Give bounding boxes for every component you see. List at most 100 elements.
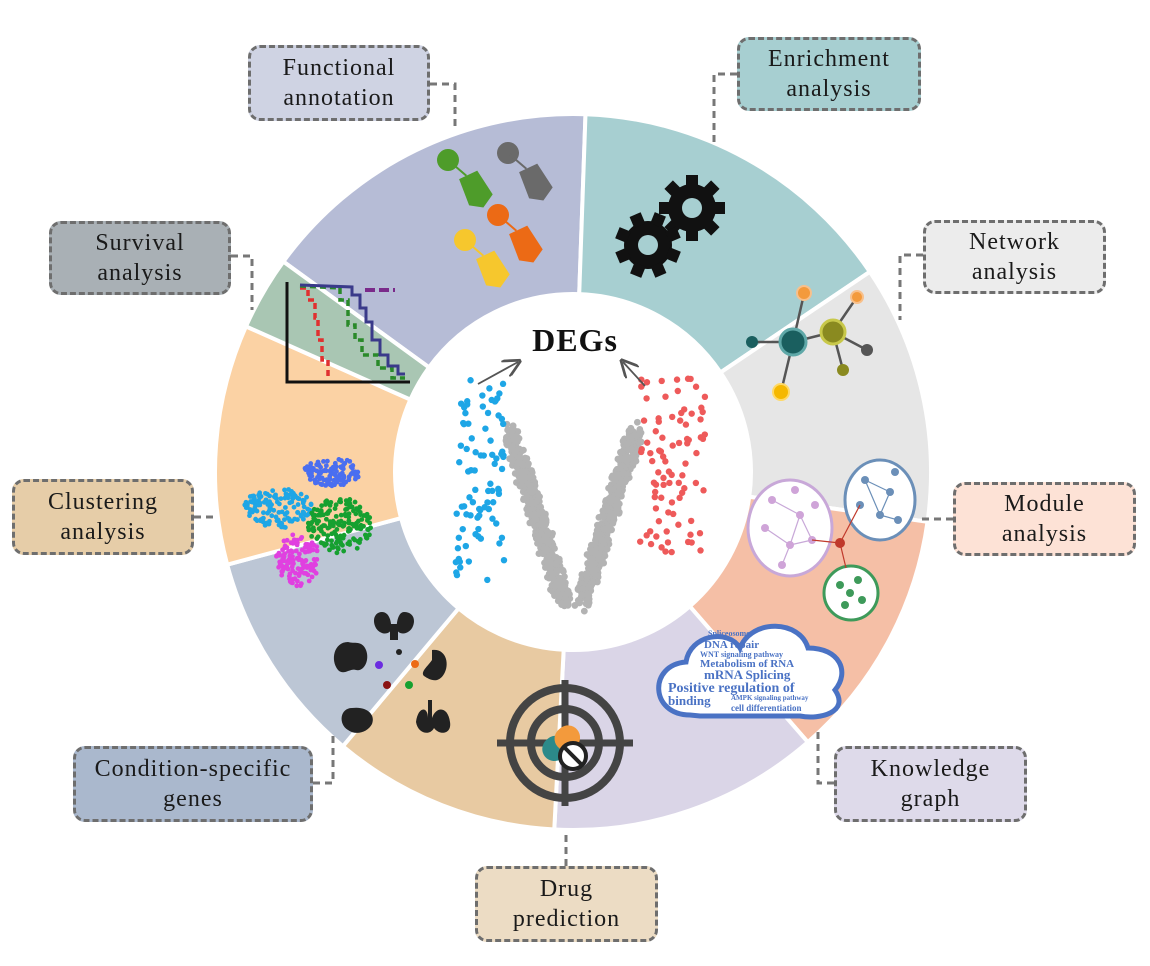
cluster-point [343, 507, 348, 512]
cluster-point [291, 504, 297, 510]
cluster-point [324, 458, 330, 464]
volcano-point [548, 550, 556, 558]
volcano-point [547, 564, 555, 572]
cluster-point [336, 522, 342, 528]
volcano-point-down [457, 400, 465, 407]
cluster-point [247, 510, 253, 516]
label-line: analysis [786, 76, 872, 102]
cluster-point [287, 500, 293, 506]
volcano-point [558, 580, 566, 587]
volcano-point-up [647, 540, 655, 548]
cluster-point [248, 499, 253, 504]
cluster-point [247, 494, 253, 499]
volcano-point [553, 567, 561, 575]
volcano-point-up [665, 509, 672, 516]
cluster-point [264, 521, 269, 527]
volcano-point-down [498, 415, 506, 423]
cluster-point [283, 493, 289, 499]
volcano-point-up [665, 468, 673, 475]
cluster-point [313, 562, 318, 568]
volcano-point-up [664, 539, 672, 546]
cluster-point [318, 470, 324, 476]
volcano-point [617, 462, 625, 470]
volcano-point-down [487, 437, 494, 444]
volcano-point [610, 485, 617, 493]
cluster-point [311, 512, 317, 518]
cluster-point [347, 504, 352, 510]
volcano-point [535, 492, 543, 500]
cluster-point [280, 569, 285, 574]
cluster-point [333, 474, 339, 479]
cluster-point [267, 493, 273, 499]
volcano-point [526, 482, 534, 489]
volcano-point [554, 589, 562, 597]
word-cloud-term: mRNA Splicing [704, 667, 791, 682]
cluster-point [310, 525, 316, 531]
volcano-point-down [459, 525, 466, 533]
cluster-point [355, 473, 361, 479]
volcano-point-up [668, 499, 676, 506]
cluster-point [323, 541, 329, 547]
cluster-point [296, 557, 302, 563]
volcano-point-down [491, 460, 498, 468]
volcano-point [524, 461, 532, 469]
volcano-point [506, 426, 514, 434]
volcano-point-down [489, 515, 496, 522]
volcano-point [520, 495, 528, 502]
cluster-point [320, 523, 326, 528]
cluster-point [290, 490, 296, 496]
volcano-point [594, 521, 601, 529]
volcano-point [531, 499, 539, 507]
volcano-point [543, 546, 551, 554]
volcano-point-up [692, 383, 700, 390]
volcano-point-down [498, 450, 505, 458]
connector-survival-analysis [231, 254, 254, 310]
volcano-point-up [692, 479, 700, 487]
cluster-point [274, 553, 280, 558]
word-cloud-term: binding [668, 693, 711, 708]
volcano-point [529, 518, 537, 526]
volcano-point [604, 526, 612, 534]
cluster-point [313, 517, 318, 523]
cluster-point [278, 496, 284, 501]
arrow-right [623, 362, 646, 387]
volcano-point [592, 539, 600, 547]
cluster-point [309, 520, 315, 525]
volcano-point-down [495, 487, 502, 494]
cluster-point [313, 480, 318, 486]
cluster-point [344, 501, 349, 507]
volcano-point [619, 437, 627, 445]
volcano-point-up [676, 494, 683, 502]
volcano-point-up [700, 487, 707, 494]
volcano-point [608, 474, 616, 482]
cluster-point [276, 501, 282, 507]
cluster-point [288, 548, 294, 554]
volcano-point [587, 545, 594, 553]
volcano-point-down [484, 576, 491, 584]
volcano-point-down [493, 455, 500, 462]
volcano-point-up [678, 409, 685, 417]
volcano-point [542, 564, 549, 571]
cluster-point [364, 518, 370, 523]
cluster-point [309, 533, 315, 539]
volcano-point [526, 473, 534, 481]
connector-functional-annotation [430, 82, 457, 130]
cluster-point [297, 570, 303, 576]
cluster-point [365, 527, 371, 532]
cluster-point [276, 522, 282, 528]
cluster-point [330, 464, 336, 470]
cluster-point [282, 551, 288, 557]
cluster-point [282, 505, 288, 510]
cluster-point [294, 578, 300, 584]
cluster-point [298, 581, 304, 587]
label-line: analysis [1001, 521, 1088, 547]
volcano-point-up [637, 538, 644, 545]
cluster-point [273, 514, 279, 520]
word-cloud-icon: Spliceosome DNA repair WNT signaling pat… [656, 623, 845, 720]
cluster-point [290, 540, 296, 546]
volcano-point-up [652, 428, 659, 435]
volcano-point [516, 482, 524, 490]
volcano-point-down [500, 556, 508, 564]
